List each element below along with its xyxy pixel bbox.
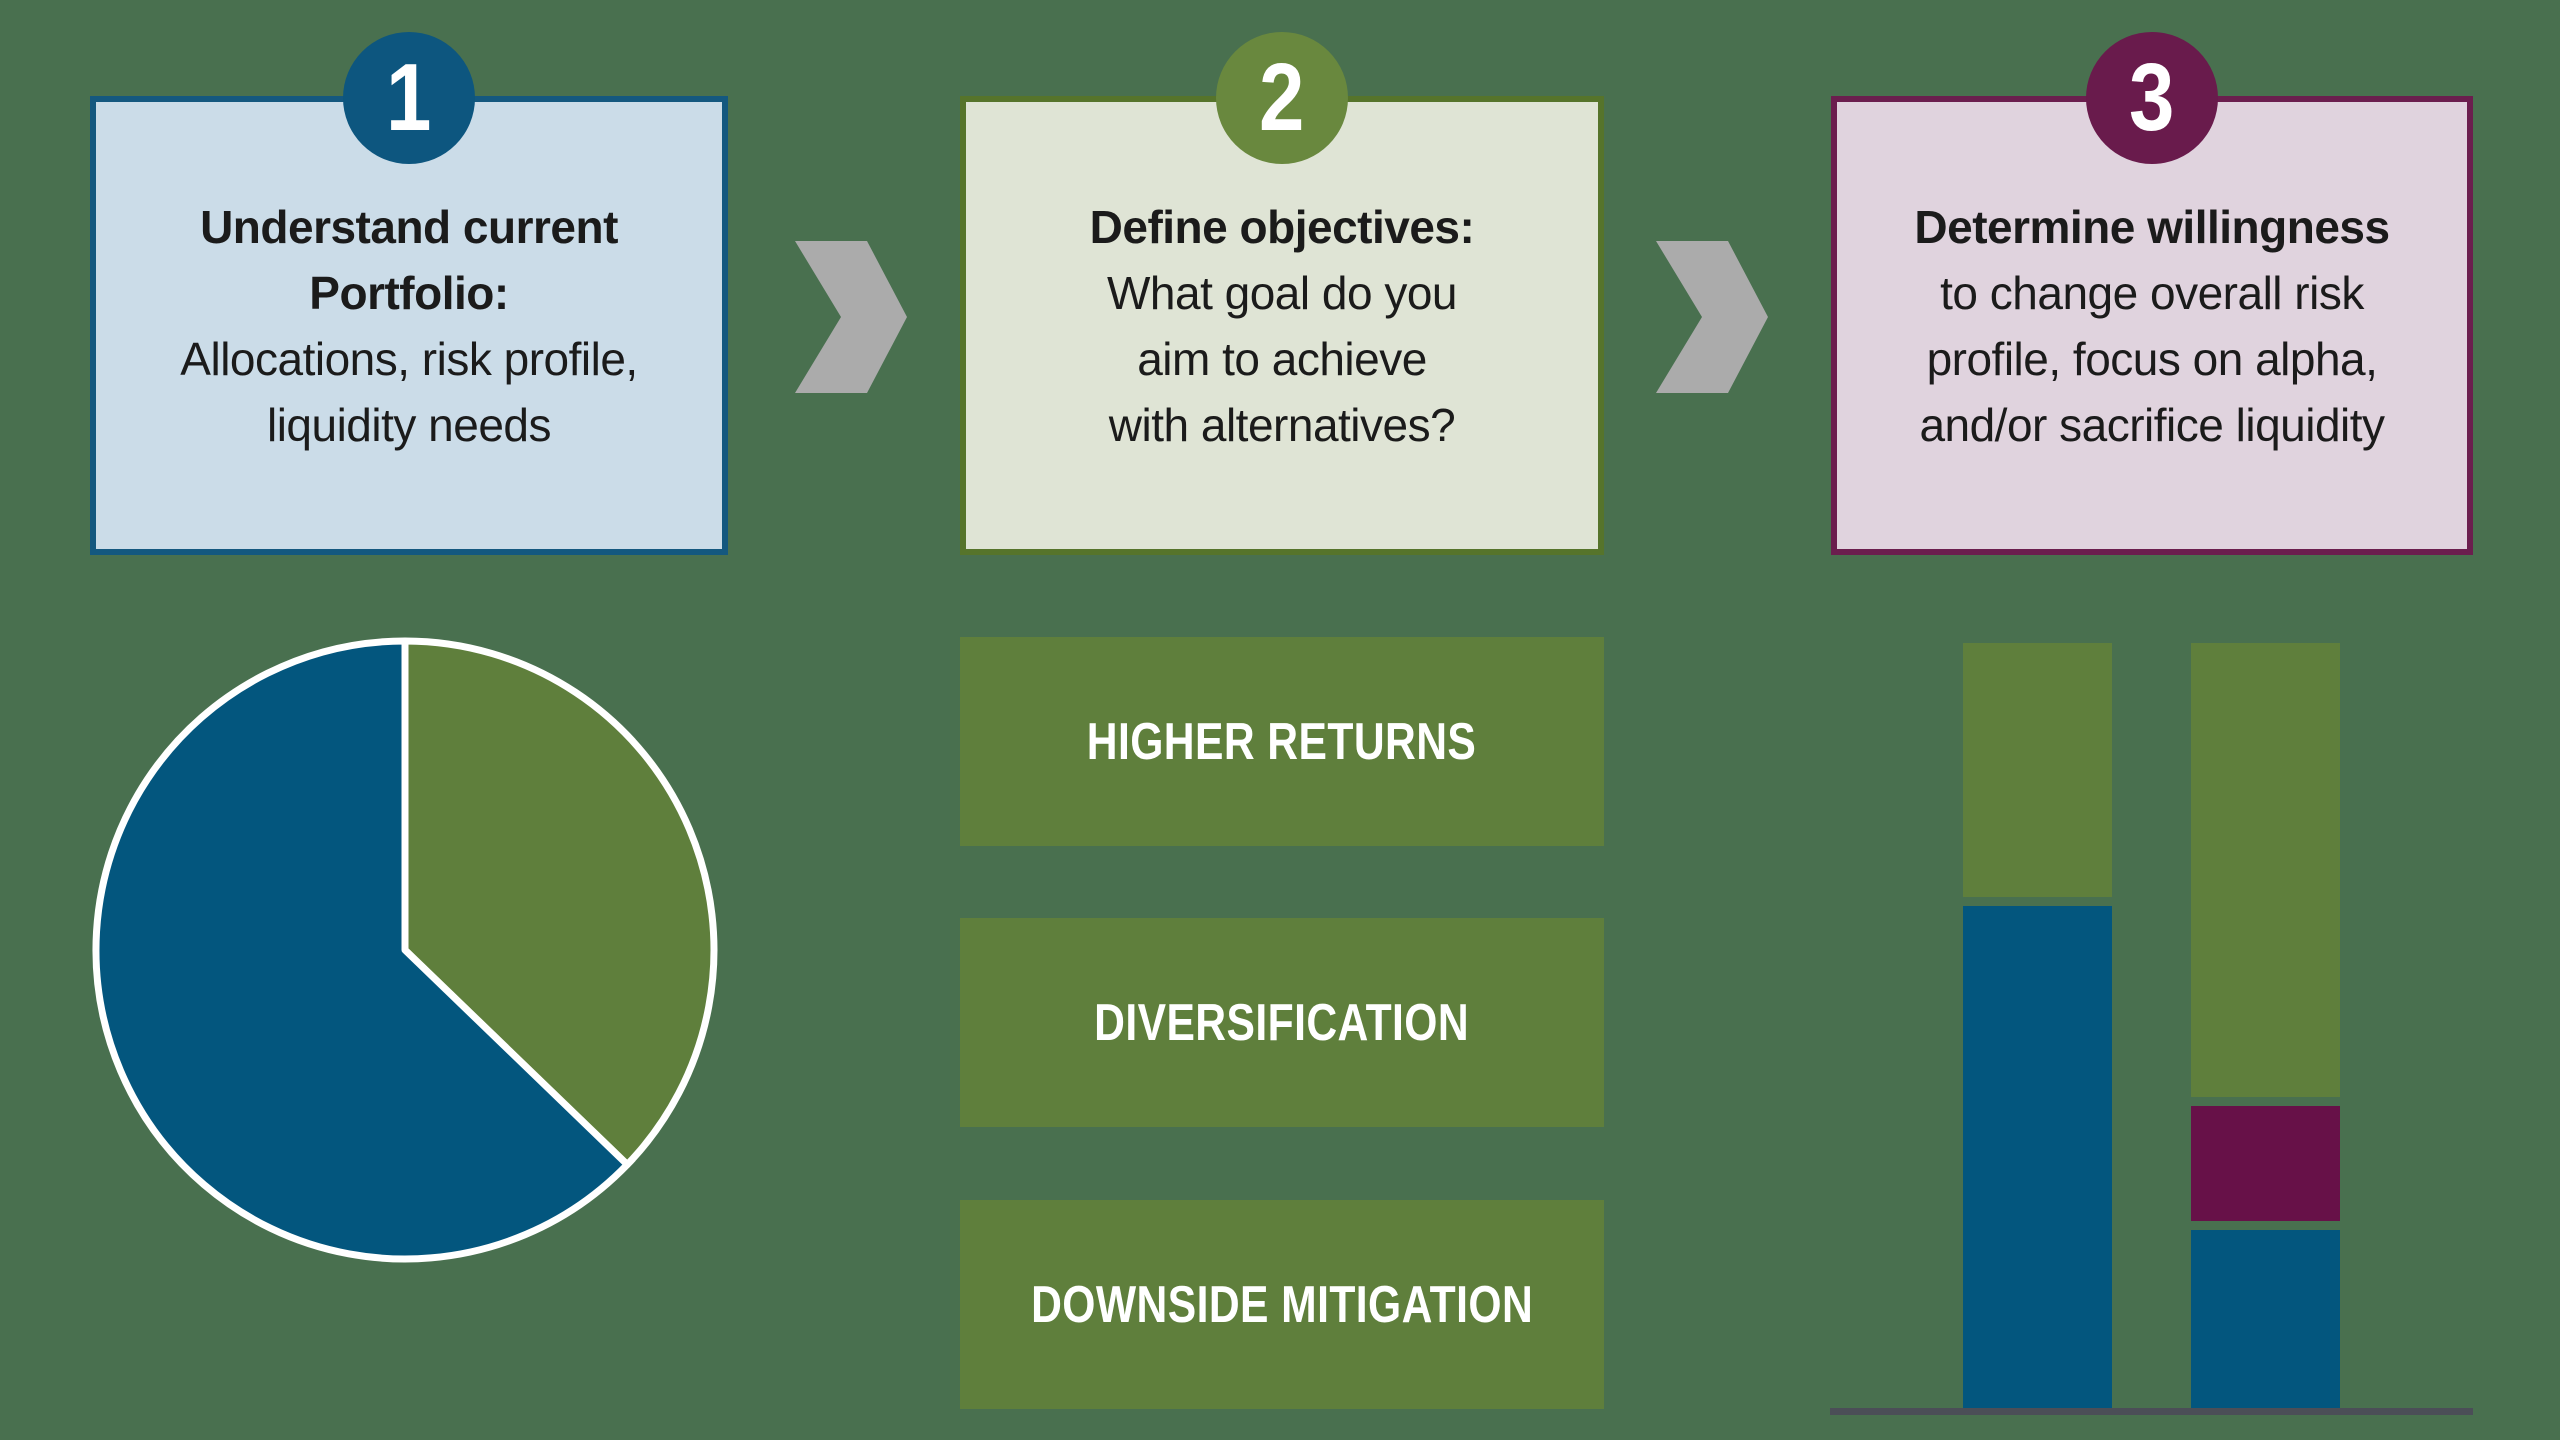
chevron-right-icon xyxy=(795,241,907,393)
step-2-badge: 2 xyxy=(1216,32,1348,164)
objective-bar-higher-returns: HIGHER RETURNS xyxy=(960,637,1604,846)
risk-profile-bar-alternative xyxy=(2191,643,2340,1409)
step-3-line-4: and/or sacrifice liquidity xyxy=(1919,399,2385,451)
step-3-line-3: profile, focus on alpha, xyxy=(1926,333,2378,385)
step-2-line-4: with alternatives? xyxy=(1108,399,1456,451)
pie-slice-olive xyxy=(401,637,718,1169)
step-2-line-3: aim to achieve xyxy=(1137,333,1427,385)
step-1-text: Understand current Portfolio: Allocation… xyxy=(106,194,712,458)
bar-segment-olive xyxy=(1963,643,2112,897)
objective-bar-diversification: DIVERSIFICATION xyxy=(960,918,1604,1127)
allocation-pie-chart xyxy=(92,637,718,1263)
step-1-line-1: Understand current xyxy=(200,201,618,253)
step-3-line-1: Determine willingness xyxy=(1914,201,2390,253)
objective-label: DOWNSIDE MITIGATION xyxy=(1030,1275,1534,1334)
step-1-number: 1 xyxy=(386,44,432,151)
step-3-number: 3 xyxy=(2129,44,2175,151)
step-2-box: 2 Define objectives: What goal do you ai… xyxy=(960,32,1604,555)
step-1-badge: 1 xyxy=(343,32,475,164)
bar-segment-maroon xyxy=(2191,1106,2340,1221)
chart-baseline xyxy=(1830,1408,2473,1415)
bar-segment-blue xyxy=(2191,1230,2340,1409)
step-2-number: 2 xyxy=(1259,44,1305,151)
step-3-line-2: to change overall risk xyxy=(1940,267,2364,319)
objective-label: HIGHER RETURNS xyxy=(1087,712,1477,771)
step-1-box: 1 Understand current Portfolio: Allocati… xyxy=(90,32,728,555)
step-1-line-2: Portfolio: xyxy=(309,267,509,319)
bar-segment-olive xyxy=(2191,643,2340,1097)
step-3-box: 3 Determine willingness to change overal… xyxy=(1831,32,2473,555)
bar-segment-blue xyxy=(1963,906,2112,1409)
objective-label: DIVERSIFICATION xyxy=(1094,993,1470,1052)
step-1-line-3: Allocations, risk profile, xyxy=(180,333,638,385)
objective-bar-downside-mitigation: DOWNSIDE MITIGATION xyxy=(960,1200,1604,1409)
step-3-badge: 3 xyxy=(2086,32,2218,164)
chevron-right-icon xyxy=(1656,241,1768,393)
step-2-line-2: What goal do you xyxy=(1106,267,1458,319)
step-2-line-1: Define objectives: xyxy=(1089,201,1475,253)
pie-slice-blue xyxy=(92,637,631,1263)
step-2-text: Define objectives: What goal do you aim … xyxy=(976,194,1588,458)
step-1-line-4: liquidity needs xyxy=(266,399,552,451)
step-3-text: Determine willingness to change overall … xyxy=(1847,194,2457,458)
risk-profile-bar-current xyxy=(1963,643,2112,1409)
